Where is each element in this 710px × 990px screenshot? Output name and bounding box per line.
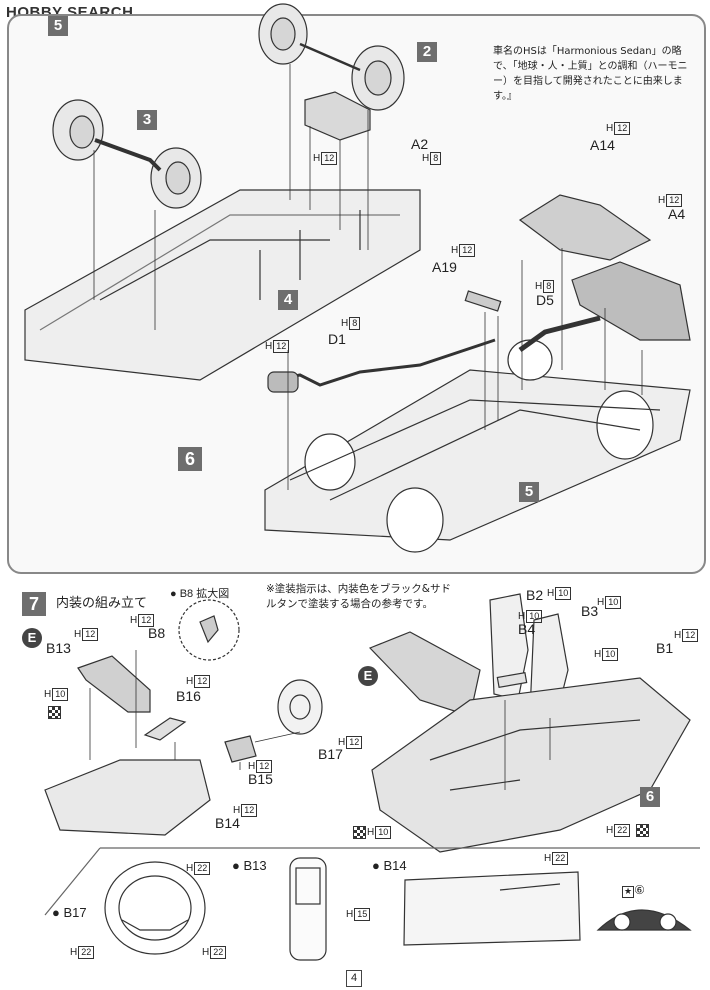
step-7-title: 内装の組み立て — [56, 596, 148, 611]
part-a2 — [304, 91, 371, 141]
b8-detail-circle — [178, 599, 240, 661]
paint-mix-icon-left — [48, 706, 61, 719]
label-b16: B16 — [176, 688, 201, 704]
page-number: 4 — [346, 970, 362, 987]
part-b13 — [77, 655, 151, 713]
paint-mix-icon-mid — [353, 826, 366, 839]
label-b4: B4 — [518, 621, 536, 637]
step-6-attach-marker: 6 — [640, 787, 660, 807]
label-a14: A14 — [590, 137, 615, 153]
label-d5: D5 — [536, 292, 554, 308]
label-b8: B8 — [148, 625, 166, 641]
label-b14: B14 — [215, 815, 240, 831]
chassis-lower — [264, 369, 691, 541]
console-b13-detail — [289, 857, 327, 961]
model-name-note: 車名のHSは「Harmonious Sedan」の略で、「地球・人・上質」との調… — [493, 46, 688, 102]
part-a4 — [571, 261, 691, 341]
part-b16 — [143, 717, 187, 741]
label-b13: B13 — [46, 640, 71, 656]
step-3-marker: 3 — [137, 110, 157, 130]
label-b1: B1 — [656, 640, 674, 656]
part-b4 — [496, 671, 528, 689]
star-icon: ★ — [622, 886, 635, 898]
label-b2: B2 — [526, 587, 544, 603]
dash-b14-detail — [403, 871, 581, 946]
part-a14 — [518, 194, 652, 261]
paint-mix-icon-right — [636, 824, 649, 837]
step-5-top-marker: 5 — [48, 16, 68, 36]
steering-wheel-b17 — [277, 679, 323, 735]
step-5-marker: 5 — [519, 482, 539, 502]
console-e — [368, 631, 481, 717]
part-b15 — [224, 735, 257, 763]
step-2-marker: 2 — [417, 42, 437, 62]
b8-detail-label: ● B8 拡大図 — [170, 588, 230, 600]
chassis-upper — [24, 189, 421, 381]
label-b3: B3 — [581, 603, 599, 619]
label-b17: B17 — [318, 746, 343, 762]
label-a4: A4 — [668, 206, 686, 222]
label-a2: A2 — [411, 136, 429, 152]
marker-e-left: E — [22, 628, 42, 648]
label-bottom-b17: ● B17 — [52, 905, 87, 920]
label-bottom-b13: ● B13 — [232, 858, 267, 873]
dashboard — [44, 759, 211, 836]
step-7-marker: 7 — [22, 592, 46, 616]
label-b15: B15 — [248, 771, 273, 787]
label-a19: A19 — [432, 259, 457, 275]
star-paint-marker: ★⑥ — [622, 883, 645, 898]
step-4-marker: 4 — [278, 290, 298, 310]
marker-e-right: E — [358, 666, 378, 686]
part-a19 — [464, 290, 502, 312]
label-d1: D1 — [328, 331, 346, 347]
label-bottom-b14: ● B14 — [372, 858, 407, 873]
step-6-marker: 6 — [178, 447, 202, 471]
paint-note: ※塗装指示は、内装色をブラック&サドルタンで塗装する場合の参考です。 — [266, 583, 451, 610]
part-d5 — [518, 315, 601, 353]
